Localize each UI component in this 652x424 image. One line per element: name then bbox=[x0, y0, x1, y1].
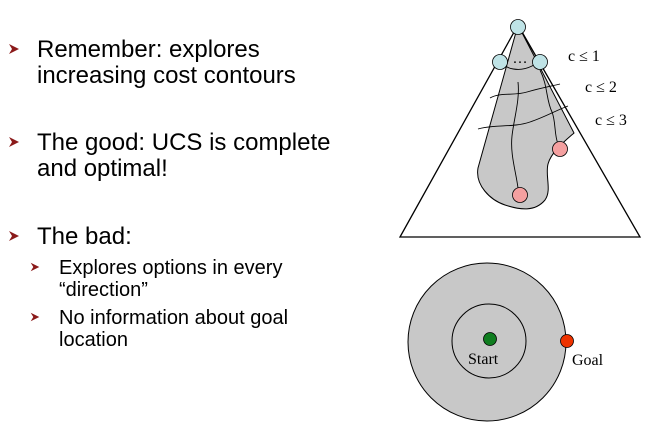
arrow-bullet-icon bbox=[30, 262, 40, 272]
arrow-bullet-icon bbox=[9, 137, 19, 147]
contour-label: c ≤ 2 bbox=[585, 79, 617, 96]
search-paths bbox=[511, 69, 559, 189]
bullet-line: The good: UCS is complete bbox=[37, 129, 331, 156]
sub-bullet-line: No information about goal bbox=[59, 307, 289, 329]
bullet-line: and optimal! bbox=[37, 155, 168, 182]
contour-label: c ≤ 3 bbox=[595, 112, 627, 129]
contour-label: c ≤ 1 bbox=[568, 48, 600, 65]
bullet-line: The bad: bbox=[37, 223, 132, 250]
sub-bullet-text: No information about goal location bbox=[59, 307, 288, 351]
sub-bullet-text: Explores options in every “direction” bbox=[59, 257, 282, 301]
sub-bullet-line: “direction” bbox=[59, 279, 148, 301]
goal-point bbox=[560, 334, 574, 348]
arrow-bullet-icon bbox=[30, 312, 40, 322]
expanded-node-right bbox=[532, 54, 548, 70]
bullet-line: increasing cost contours bbox=[37, 62, 296, 89]
arrow-bullet-icon bbox=[9, 44, 19, 54]
sub-bullet-line: Explores options in every bbox=[59, 257, 283, 279]
start-node bbox=[483, 332, 497, 346]
sub-bullet-line: location bbox=[59, 329, 128, 351]
arrow-bullet-icon bbox=[9, 231, 19, 241]
goal-label: Goal bbox=[572, 352, 604, 369]
bullet-list: Remember: explores increasing cost conto… bbox=[9, 37, 330, 351]
bullet-line: Remember: explores bbox=[37, 36, 260, 63]
goal-node bbox=[512, 187, 528, 203]
start-label: Start bbox=[468, 351, 499, 368]
ellipsis-label: … bbox=[513, 51, 528, 67]
expanded-node-left bbox=[492, 54, 508, 70]
bullet-text: The good: UCS is complete and optimal! bbox=[37, 130, 330, 182]
bullet-text: Remember: explores increasing cost conto… bbox=[37, 37, 296, 89]
goal-node bbox=[552, 141, 568, 157]
triangle-search-tree: … c ≤ 1 c ≤ 2 c ≤ 3 bbox=[398, 19, 642, 238]
root-node bbox=[510, 19, 526, 35]
circle-search-diagram: Start Goal bbox=[407, 262, 604, 422]
bullet-text: The bad: bbox=[37, 224, 132, 250]
